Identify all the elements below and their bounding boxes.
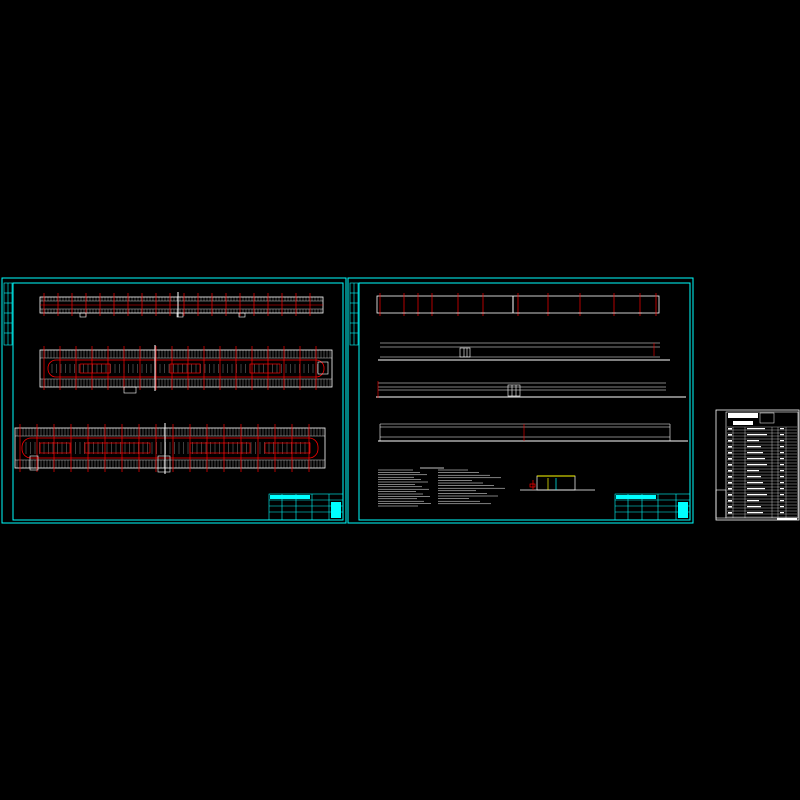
plan-bottom-stair-2 <box>157 455 171 473</box>
index-side-stamp <box>715 489 727 519</box>
profile-section-b <box>376 381 686 398</box>
sheet-1-inner-border <box>12 282 344 521</box>
plan-middle-core <box>317 361 329 375</box>
longitudinal-section-top <box>376 293 660 316</box>
detail-section <box>520 475 595 491</box>
profile-section-c <box>378 423 688 442</box>
plan-top-columns <box>43 292 311 317</box>
index-title-bar <box>728 413 758 418</box>
general-notes-block <box>378 467 505 507</box>
sheet-1-plans <box>1 277 347 524</box>
plan-bottom-columns <box>19 423 311 474</box>
sheet-2-profiles <box>347 277 694 524</box>
index-header-label <box>733 421 753 425</box>
plan-middle-entrance <box>123 386 137 394</box>
index-project-box <box>759 412 775 424</box>
plan-middle <box>39 345 333 394</box>
plan-bottom <box>14 423 326 474</box>
sheet-2-binding-strip <box>349 282 359 346</box>
plan-top-ramp-1 <box>79 312 87 318</box>
index-outer-border <box>715 409 800 521</box>
plan-middle-stalls <box>41 350 331 387</box>
sheet-1-title-block <box>268 493 344 521</box>
plan-middle-columns <box>43 345 317 391</box>
plan-top-ramp-2 <box>176 312 184 318</box>
plan-bottom-stair-1 <box>29 455 39 471</box>
plan-bottom-stalls <box>16 428 324 468</box>
drawing-index-sheet <box>715 409 800 521</box>
sheet-2-inner-border <box>358 282 691 521</box>
sheet-2-title-block <box>614 493 691 521</box>
index-table-entries <box>728 428 784 514</box>
sheet-1-outer-border <box>1 277 347 524</box>
sheet-2-outer-border <box>347 277 694 524</box>
plan-middle-drive-aisle <box>47 359 325 378</box>
index-table-border <box>725 411 799 519</box>
index-footer-label <box>777 518 797 520</box>
profile-section-a <box>378 342 670 361</box>
index-table-rows <box>727 426 797 518</box>
plan-top-ramp-3 <box>238 312 246 318</box>
plan-top-strip <box>39 292 324 318</box>
sheet-1-binding-strip <box>3 282 13 346</box>
